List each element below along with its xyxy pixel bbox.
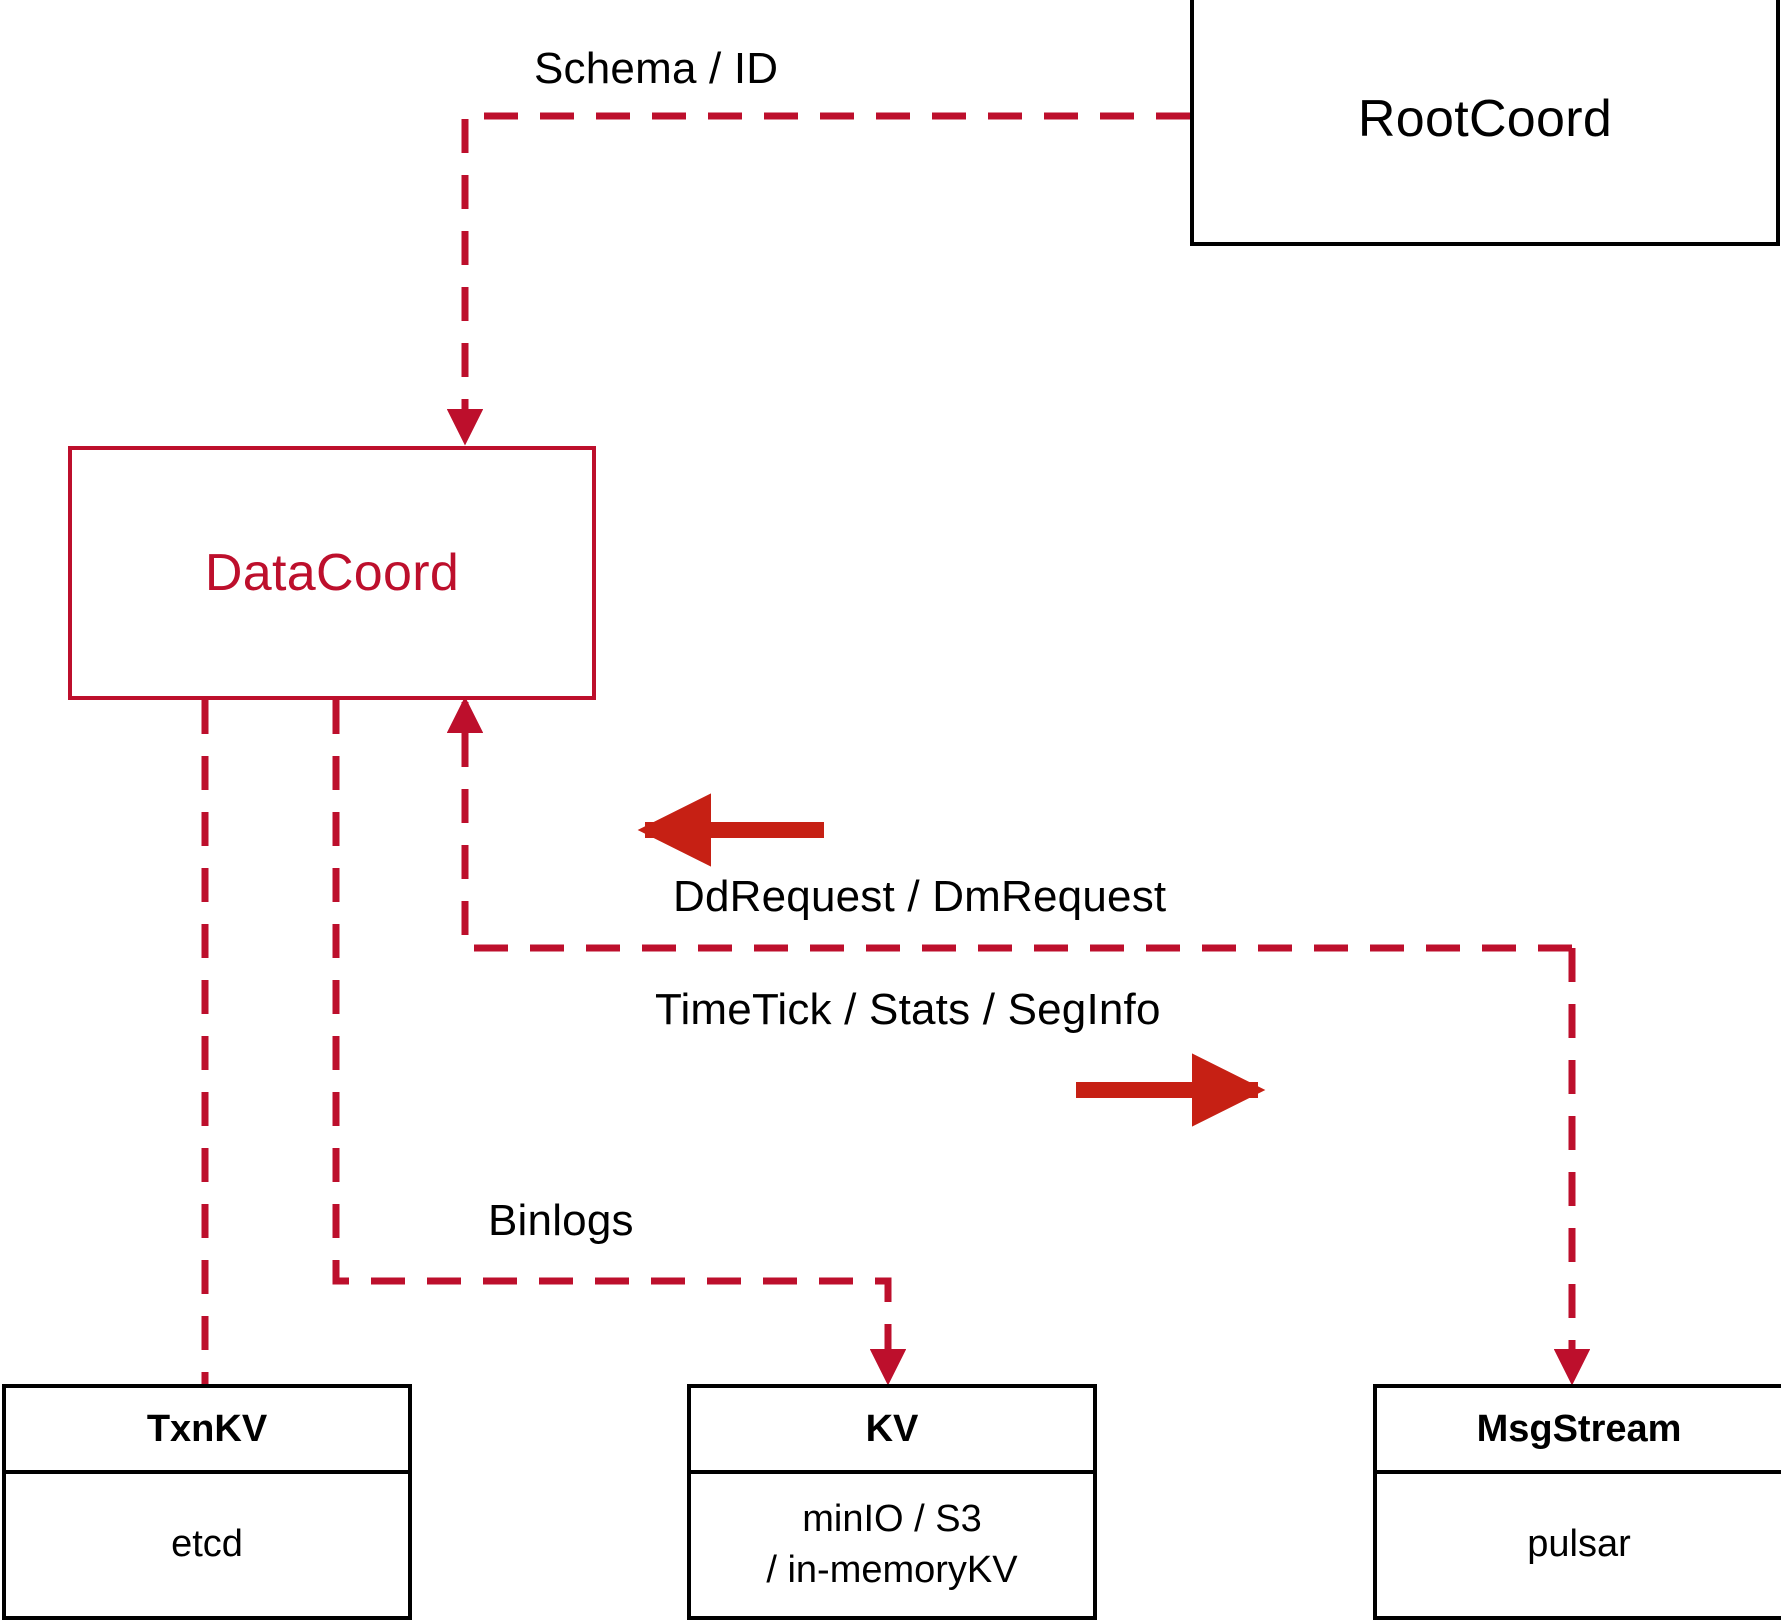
node-rootcoord[interactable]: RootCoord bbox=[1190, 0, 1780, 246]
node-txnkv-line-0: etcd bbox=[171, 1523, 243, 1566]
node-txnkv[interactable]: TxnKV etcd bbox=[2, 1384, 412, 1620]
edge-label-dd-dm-request: DdRequest / DmRequest bbox=[673, 872, 1167, 921]
node-kv-line-1: / in-memoryKV bbox=[766, 1549, 1018, 1591]
node-msgstream-line-0: pulsar bbox=[1527, 1523, 1631, 1566]
node-kv-line-0: minIO / S3 bbox=[802, 1497, 982, 1540]
node-rootcoord-label: RootCoord bbox=[1357, 90, 1613, 148]
node-msgstream[interactable]: MsgStream pulsar bbox=[1373, 1384, 1781, 1620]
node-datacoord[interactable]: DataCoord bbox=[68, 446, 596, 700]
edge-label-schema-id: Schema / ID bbox=[534, 44, 779, 93]
edge-schema-id bbox=[446, 112, 1190, 446]
node-txnkv-body: etcd bbox=[6, 1474, 408, 1616]
edge-label-timetick-stats-seginfo: TimeTick / Stats / SegInfo bbox=[655, 985, 1161, 1034]
node-msgstream-title: MsgStream bbox=[1377, 1388, 1781, 1474]
node-msgstream-body: pulsar bbox=[1377, 1474, 1781, 1616]
edge-label-binlogs: Binlogs bbox=[488, 1196, 634, 1245]
node-kv-title: KV bbox=[691, 1388, 1093, 1474]
node-datacoord-label: DataCoord bbox=[204, 544, 460, 602]
node-txnkv-title: TxnKV bbox=[6, 1388, 408, 1474]
edge-request-bus bbox=[446, 696, 1572, 952]
edge-binlogs bbox=[332, 700, 907, 1386]
node-kv-body: minIO / S3 / in-memoryKV bbox=[691, 1474, 1093, 1616]
node-kv[interactable]: KV minIO / S3 / in-memoryKV bbox=[687, 1384, 1097, 1620]
